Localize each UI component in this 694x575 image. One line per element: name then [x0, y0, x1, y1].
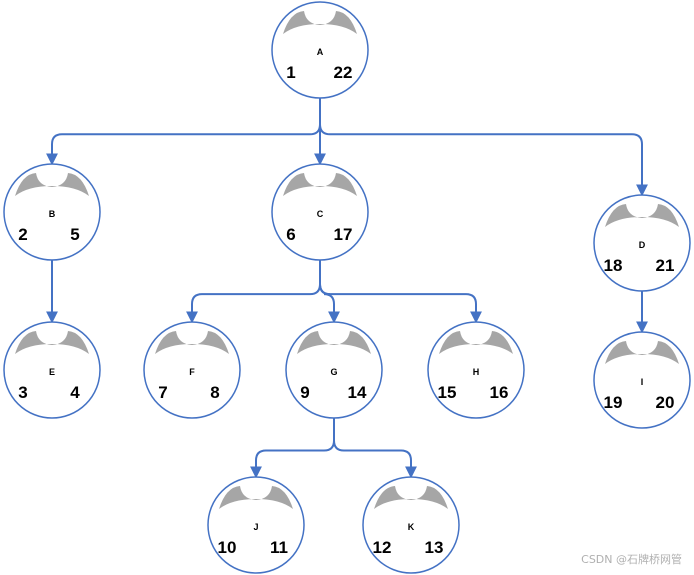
- node-end-number: 13: [425, 538, 444, 557]
- node-end-number: 8: [210, 383, 219, 402]
- node-start-number: 18: [604, 256, 623, 275]
- node-G: G 9 14: [285, 321, 383, 419]
- node-F: F 7 8: [143, 321, 241, 419]
- watermark: CSDN @石牌桥网管: [581, 553, 682, 566]
- node-end-number: 5: [70, 225, 79, 244]
- node-end-number: 21: [656, 256, 675, 275]
- edges-layer: [46, 98, 648, 479]
- node-label: K: [408, 522, 415, 532]
- node-label: J: [253, 522, 258, 532]
- node-label: H: [473, 367, 480, 377]
- node-decoration-shape: [605, 204, 679, 227]
- node-decoration-shape: [15, 173, 89, 196]
- node-label: F: [189, 367, 195, 377]
- node-decoration-shape: [283, 173, 357, 196]
- node-end-number: 16: [490, 383, 509, 402]
- node-decoration-shape: [297, 331, 371, 354]
- node-end-number: 4: [70, 383, 80, 402]
- node-decoration-shape: [439, 331, 513, 354]
- node-start-number: 3: [18, 383, 27, 402]
- node-D: D 18 21: [593, 194, 691, 292]
- node-start-number: 2: [18, 225, 27, 244]
- edge-G-J: [250, 418, 335, 479]
- node-decoration-shape: [283, 11, 357, 34]
- edge-G-K: [333, 418, 417, 479]
- node-K: K 12 13: [362, 476, 460, 574]
- node-end-number: 20: [656, 393, 675, 412]
- nodes-layer: A 1 22B 2 5 C 6 17D 18 21E 3 4 F 7 8 G 9 14 H 15 16 I 19 20J 10 1…: [3, 1, 691, 574]
- node-start-number: 12: [373, 538, 392, 557]
- node-start-number: 10: [218, 538, 237, 557]
- node-E: E 3 4: [3, 321, 101, 419]
- node-decoration-shape: [219, 486, 293, 509]
- node-label: A: [317, 47, 324, 57]
- node-C: C 6 17: [271, 163, 369, 261]
- node-decoration-shape: [155, 331, 229, 354]
- node-start-number: 19: [604, 393, 623, 412]
- node-J: J 10 11: [207, 476, 305, 574]
- node-end-number: 11: [270, 538, 288, 557]
- node-end-number: 17: [334, 225, 353, 244]
- node-start-number: 7: [158, 383, 167, 402]
- node-start-number: 6: [286, 225, 295, 244]
- node-label: G: [330, 367, 337, 377]
- node-A: A 1 22: [271, 1, 369, 99]
- node-decoration-shape: [605, 341, 679, 364]
- edge-C-F: [186, 260, 321, 324]
- node-label: B: [49, 209, 56, 219]
- edge-A-D: [319, 98, 648, 197]
- node-label: E: [49, 367, 55, 377]
- node-end-number: 22: [334, 63, 353, 82]
- node-label: I: [641, 377, 644, 387]
- node-decoration-shape: [374, 486, 448, 509]
- node-H: H 15 16: [427, 321, 525, 419]
- node-decoration-shape: [15, 331, 89, 354]
- node-label: D: [639, 240, 646, 250]
- node-B: B 2 5: [3, 163, 101, 261]
- node-start-number: 15: [438, 383, 457, 402]
- node-I: I 19 20: [593, 331, 691, 429]
- node-start-number: 9: [300, 383, 309, 402]
- node-label: C: [317, 209, 324, 219]
- node-end-number: 14: [348, 383, 367, 402]
- edge-A-B: [46, 98, 321, 166]
- node-start-number: 1: [286, 63, 295, 82]
- edge-C-H: [319, 260, 482, 324]
